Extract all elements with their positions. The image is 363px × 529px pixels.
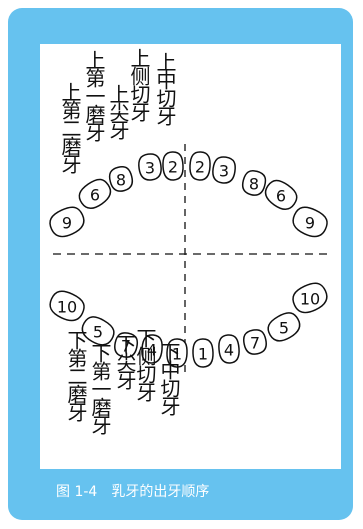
tooth-upper-left-central-incisor: [162, 151, 184, 181]
tooth-upper-right-central-incisor: [189, 151, 211, 181]
tooth-upper-left-lateral-incisor: [138, 153, 162, 181]
tooth-upper-right-second-molar: [292, 206, 328, 238]
tooth-outline: [78, 178, 112, 210]
tooth-order-lower-right-first-molar: 5: [279, 319, 289, 338]
tooth-upper-right-lateral-incisor: [212, 156, 236, 184]
tooth-upper-left-first-molar: [78, 178, 112, 210]
tooth-order-upper-left-central-incisor: 2: [168, 158, 178, 177]
tooth-order-lower-right-second-molar: 10: [300, 290, 320, 309]
tooth-outline: [292, 206, 328, 238]
label-upper-canine: 上尖牙: [106, 84, 130, 138]
tooth-lower-left-central-incisor: [166, 338, 188, 368]
tooth-lower-right-canine: [242, 329, 267, 355]
figure-caption: 图 1-4 乳牙的出牙顺序: [56, 484, 210, 500]
tooth-order-upper-left-lateral-incisor: 3: [145, 159, 155, 178]
tooth-order-upper-right-lateral-incisor: 3: [219, 162, 229, 181]
tooth-order-lower-left-second-molar: 10: [57, 298, 77, 317]
tooth-outline: [162, 151, 184, 181]
tooth-outline: [138, 153, 162, 181]
tooth-order-upper-right-central-incisor: 2: [195, 158, 205, 177]
label-upper-lateral-incisor: 上侧切牙: [127, 48, 151, 120]
tooth-upper-right-first-molar: [264, 179, 298, 211]
tooth-outline: [49, 206, 85, 238]
tooth-outline: [241, 170, 267, 196]
label-lower-central-incisor: 下中切牙: [157, 342, 181, 414]
tooth-outline: [212, 156, 236, 184]
tooth-order-lower-right-canine: 7: [250, 334, 260, 353]
tooth-outline: [108, 166, 134, 192]
tooth-lower-right-first-molar: [267, 312, 301, 342]
tooth-upper-right-canine: [241, 170, 267, 196]
tooth-order-upper-right-canine: 8: [249, 175, 259, 194]
tooth-outline: [218, 334, 240, 364]
tooth-outline: [242, 329, 267, 355]
tooth-outline: [166, 338, 188, 368]
tooth-order-upper-right-first-molar: 6: [276, 187, 286, 206]
tooth-outline: [114, 332, 139, 358]
tooth-order-lower-left-central-incisor: 1: [172, 345, 182, 364]
tooth-outline: [141, 334, 163, 364]
tooth-order-upper-left-first-molar: 6: [90, 186, 100, 205]
tooth-lower-left-canine: [114, 332, 139, 358]
tooth-outline: [264, 179, 298, 211]
tooth-outline: [189, 151, 211, 181]
tooth-outline: [49, 290, 85, 322]
tooth-lower-right-lateral-incisor: [218, 334, 240, 364]
tooth-order-lower-right-central-incisor: 1: [198, 345, 208, 364]
label-lower-lateral-incisor: 下侧切牙: [133, 328, 157, 400]
tooth-order-upper-right-second-molar: 9: [305, 214, 315, 233]
tooth-outline: [267, 312, 301, 342]
tooth-order-upper-left-canine: 8: [116, 171, 126, 190]
tooth-lower-right-second-molar: [292, 282, 328, 314]
label-lower-canine: 下尖牙: [113, 334, 137, 388]
tooth-upper-left-canine: [108, 166, 134, 192]
label-upper-central-incisor: 上中切牙: [153, 52, 177, 124]
tooth-order-lower-left-first-molar: 5: [93, 323, 103, 342]
tooth-lower-left-second-molar: [49, 290, 85, 322]
tooth-order-lower-left-lateral-incisor: 4: [147, 341, 157, 360]
tooth-upper-left-second-molar: [49, 206, 85, 238]
tooth-order-upper-left-second-molar: 9: [62, 214, 72, 233]
tooth-lower-right-central-incisor: [192, 338, 214, 368]
tooth-outline: [81, 316, 115, 346]
label-lower-second-molar: 下第二磨牙: [64, 330, 88, 420]
tooth-order-lower-right-lateral-incisor: 4: [224, 341, 234, 360]
tooth-outline: [192, 338, 214, 368]
tooth-lower-left-lateral-incisor: [141, 334, 163, 364]
tooth-lower-left-first-molar: [81, 316, 115, 346]
tooth-order-lower-left-canine: 7: [121, 337, 131, 356]
label-lower-first-molar: 下第一磨牙: [88, 343, 112, 433]
label-upper-first-molar: 上第一磨牙: [82, 50, 106, 140]
label-upper-second-molar: 上第二磨牙: [58, 82, 82, 172]
tooth-outline: [292, 282, 328, 314]
